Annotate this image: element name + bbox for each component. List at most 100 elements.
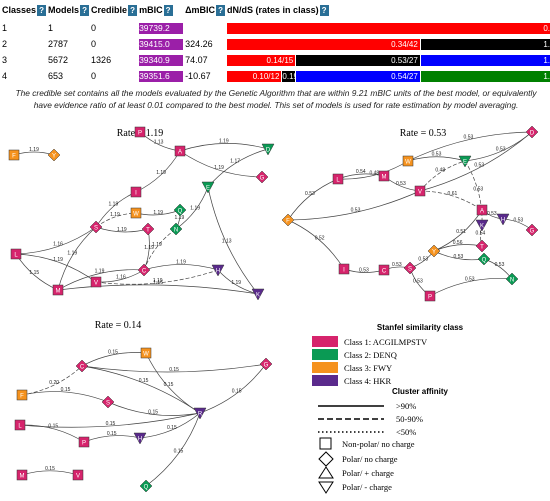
edge-label: 1.19	[109, 202, 119, 208]
credible-cell: 0	[91, 23, 97, 33]
graph-edge	[15, 226, 97, 255]
edge-label: 1.13	[154, 140, 164, 146]
edge-label: 0.53	[392, 262, 402, 268]
affinity-label: <50%	[396, 427, 416, 437]
rate-segment: 0.34/42	[227, 38, 421, 50]
graph-edge	[287, 178, 339, 221]
edge-label: 1.19	[152, 242, 162, 248]
node-square	[16, 469, 28, 481]
question-mark-icon[interactable]: ?	[216, 5, 226, 17]
graph-edge	[81, 365, 201, 414]
edge-label: 0.54	[356, 169, 366, 175]
edge-label: 1.19	[153, 210, 163, 216]
edge-label: 0.15	[148, 409, 158, 415]
rate-bar: 0.34/421.15/33	[227, 38, 550, 50]
edge-label: 1.19	[214, 165, 224, 171]
node-square	[414, 185, 426, 197]
node-label: A	[480, 209, 484, 215]
node-triangle	[458, 155, 472, 168]
graph-edge	[145, 412, 201, 487]
polar-diamond-icon	[318, 451, 334, 467]
node-label: H	[501, 218, 505, 224]
node-square	[332, 173, 344, 185]
node-diamond	[141, 222, 155, 236]
node-square	[378, 264, 390, 276]
graph-title: Rate = 0.53	[400, 128, 446, 139]
node-diamond	[101, 395, 115, 409]
mbic-cell: 39351.6	[137, 69, 184, 83]
node-label: M	[20, 474, 25, 480]
edge-label: 1.19	[176, 259, 186, 265]
node-square	[174, 145, 186, 157]
node-square	[78, 436, 90, 448]
edge-label: 0.53	[473, 187, 483, 193]
edge-label: 0.48	[369, 170, 379, 176]
question-mark-icon[interactable]: ?	[37, 5, 47, 17]
graph-edge	[15, 253, 97, 283]
node-label: V	[418, 190, 422, 196]
edge-label: 0.53	[495, 262, 505, 268]
question-mark-icon[interactable]: ?	[128, 5, 138, 17]
node-label: N	[510, 278, 514, 284]
node-label: W	[143, 352, 149, 358]
edge-label: 0.61	[448, 191, 458, 197]
shape-label: Polar/ - charge	[342, 482, 392, 492]
edge-label: 1.19	[156, 170, 166, 176]
rate-segment: 0.14/15	[227, 54, 297, 66]
legend-class-label: Class 3: FWY	[344, 363, 392, 373]
question-mark-icon[interactable]: ?	[163, 5, 173, 17]
node-diamond	[139, 479, 153, 493]
node-square	[140, 347, 152, 359]
node-triangle	[211, 264, 225, 277]
node-label: F	[12, 154, 16, 160]
legend-class-label: Class 4: HKR	[344, 376, 392, 386]
edge-label: 0.15	[174, 449, 184, 455]
node-square	[8, 149, 20, 161]
node-square	[424, 290, 436, 302]
edge-label: 0.53	[496, 147, 506, 153]
header-classes: Classes?	[0, 2, 47, 19]
node-diamond	[427, 244, 441, 258]
edge-label: 0.53	[396, 181, 406, 187]
node-label: F	[20, 394, 24, 400]
rate-bar-cell: 0.10/120.19/30.54/271.20/33	[225, 69, 550, 83]
node-label: Q	[144, 485, 149, 491]
edge-label: 0.53	[351, 207, 361, 213]
question-mark-icon[interactable]: ?	[319, 5, 329, 17]
edge-label: 0.53	[465, 276, 475, 282]
node-label: S	[408, 267, 412, 273]
graph-edge	[464, 160, 483, 226]
node-label: D	[266, 148, 271, 154]
node-label: P	[82, 441, 86, 447]
node-diamond	[259, 357, 273, 371]
node-square	[90, 276, 102, 288]
node-label: P	[428, 295, 432, 301]
node-label: C	[382, 269, 387, 275]
legend-class-label: Class 2: DENQ	[344, 350, 397, 360]
graph-edge	[419, 160, 466, 192]
node-triangle	[201, 181, 215, 194]
edge-label: 0.53	[474, 163, 484, 169]
question-mark-icon[interactable]: ?	[80, 5, 90, 17]
rate-class-table: Classes? Models? Credible? mBIC? ΔmBIC? …	[0, 0, 550, 85]
rate-class-graphs: Rate = 1.191.191.131.191.191.191.191.161…	[8, 125, 539, 494]
node-label: I	[135, 191, 137, 197]
edge-label: 0.53	[513, 217, 523, 223]
graph-edge	[287, 219, 345, 270]
graph-edge	[95, 269, 219, 285]
graph-edge	[57, 226, 97, 291]
rate-bar-cell: 0.14/150.53/271.19/33	[225, 53, 550, 67]
classes-cell: 4	[2, 71, 8, 81]
graph-edge	[19, 424, 85, 443]
legend-swatch	[312, 375, 338, 386]
edge-label: 1.19	[231, 280, 241, 286]
graph-edge	[407, 131, 533, 162]
classes-cell: 1	[2, 23, 8, 33]
edge-label: 1.15	[29, 270, 39, 276]
node-square	[338, 263, 350, 275]
graph-edge	[175, 186, 209, 230]
edge-label: 0.53	[487, 211, 497, 217]
graph-edge	[57, 269, 145, 291]
affinity-label: >90%	[396, 401, 416, 411]
rate-segment: 1.20/33	[420, 70, 550, 82]
